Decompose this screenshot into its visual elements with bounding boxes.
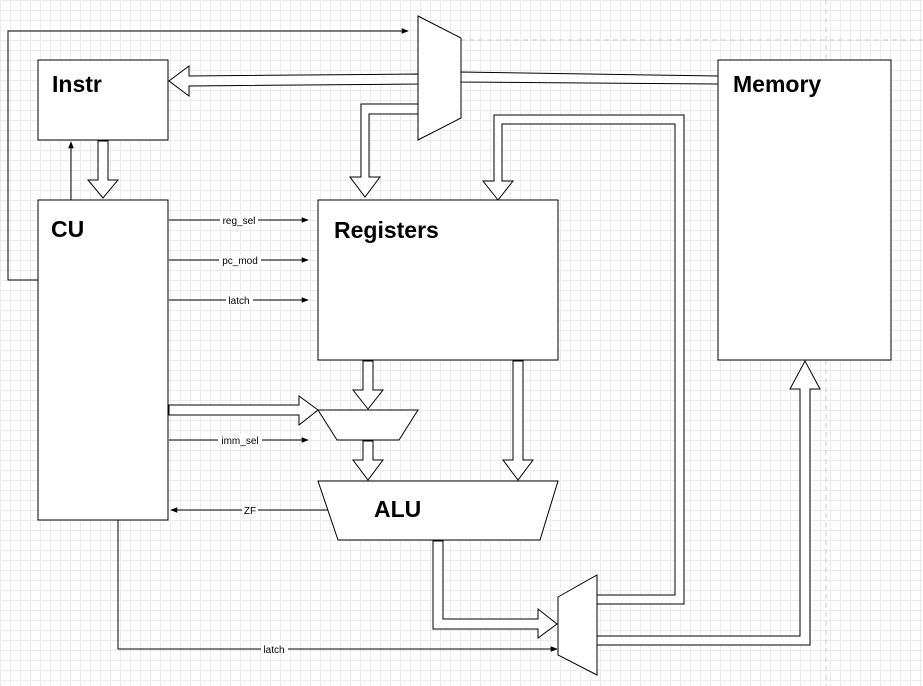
registers-title: Registers [334, 217, 439, 243]
cu-to-top-mux-select-wire [7, 28, 409, 281]
top-mux-to-instr-bus [168, 65, 419, 97]
top-mux-to-registers-bus [349, 103, 419, 198]
top-mux [417, 15, 462, 141]
memory-latch-wire [117, 520, 558, 652]
registers-block [317, 199, 559, 361]
zf-label: ZF [244, 506, 256, 517]
alu-to-bottom-mux-bus [432, 540, 558, 639]
instr-to-cu-bus [86, 140, 120, 199]
memory-block [717, 59, 892, 361]
cu-title: CU [51, 216, 84, 242]
instr-block [37, 59, 169, 141]
memory-to-top-mux-bus [459, 71, 719, 85]
bottom-mux [557, 574, 598, 676]
cu-block [37, 199, 169, 521]
cu-to-imm-mux-bus [168, 395, 319, 427]
reg-sel-label: reg_sel [223, 216, 256, 227]
bottom-mux-to-registers-bus [481, 114, 685, 605]
memory-title: Memory [733, 71, 821, 97]
instr-title: Instr [52, 71, 102, 97]
registers-to-imm-mux-bus [351, 360, 385, 410]
registers-to-alu-bus [502, 360, 534, 481]
alu-block [317, 480, 559, 541]
imm-mux-to-alu-bus [352, 440, 384, 481]
pc-mod-label: pc_mod [222, 256, 258, 267]
bottom-mux-to-memory-bus [596, 359, 821, 646]
imm-mux [317, 409, 419, 441]
alu-title: ALU [374, 496, 421, 522]
register-latch-label: latch [228, 296, 249, 307]
imm-sel-label: imm_sel [221, 436, 258, 447]
memory-latch-label: latch [263, 645, 284, 656]
